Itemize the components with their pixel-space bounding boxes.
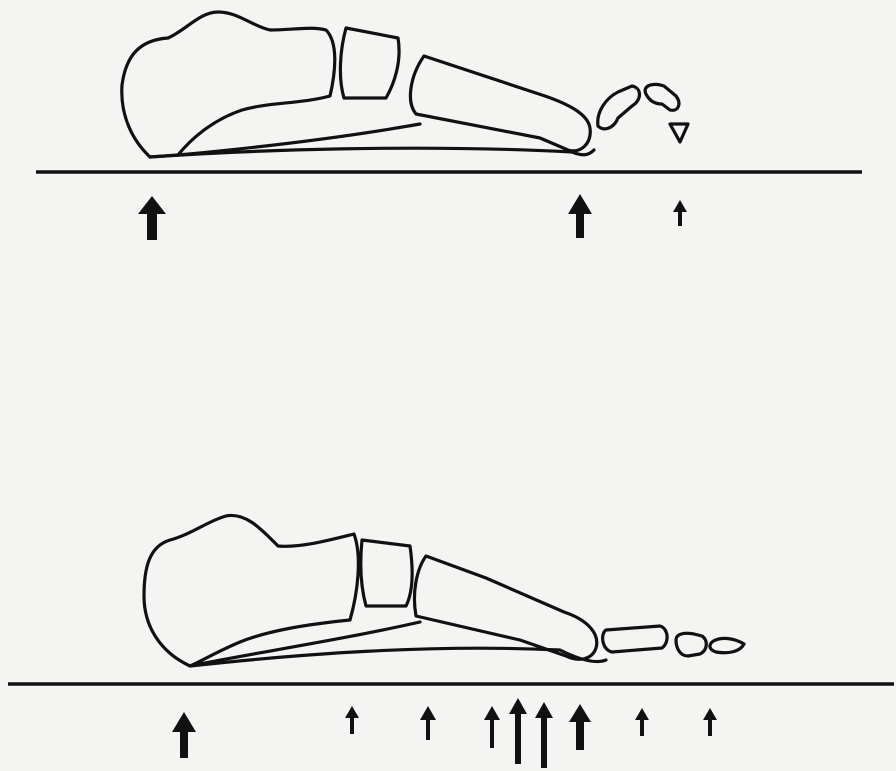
bottom-arrow-peak-1 xyxy=(509,698,527,764)
top-arrow-heel xyxy=(138,196,166,240)
bottom-arrow-heel xyxy=(172,712,196,758)
bottom-calcaneus xyxy=(144,515,358,666)
top-arrow-metatarsal-head xyxy=(568,194,592,238)
bottom-distal-phalanx xyxy=(710,638,744,652)
bottom-arrow-peak-2 xyxy=(535,702,553,768)
top-calcaneus xyxy=(122,12,335,157)
top-middle-phalanx xyxy=(645,84,679,110)
top-midfoot-bone xyxy=(340,28,399,98)
bottom-inner-arch xyxy=(200,622,420,664)
top-distal-phalanx xyxy=(670,124,688,142)
top-arrow-toe xyxy=(673,200,687,226)
bottom-metatarsal xyxy=(414,556,596,659)
top-metatarsal xyxy=(410,56,590,151)
bottom-arrow-midfoot-3 xyxy=(484,706,500,748)
bottom-plantar-outline xyxy=(190,648,606,666)
bottom-midfoot-bone xyxy=(361,540,412,606)
bottom-arrow-midfoot-2 xyxy=(420,706,436,740)
top-proximal-phalanx xyxy=(598,86,640,129)
bottom-panel xyxy=(8,515,894,768)
bottom-arrow-toe-2 xyxy=(703,708,717,736)
bottom-proximal-phalanx xyxy=(603,626,667,652)
top-panel xyxy=(36,12,862,240)
bottom-arrow-toe-1 xyxy=(635,708,649,736)
bottom-arrow-midfoot-1 xyxy=(345,706,359,734)
bottom-arrow-metatarsal-head xyxy=(569,704,591,750)
bottom-middle-phalanx xyxy=(676,633,706,656)
